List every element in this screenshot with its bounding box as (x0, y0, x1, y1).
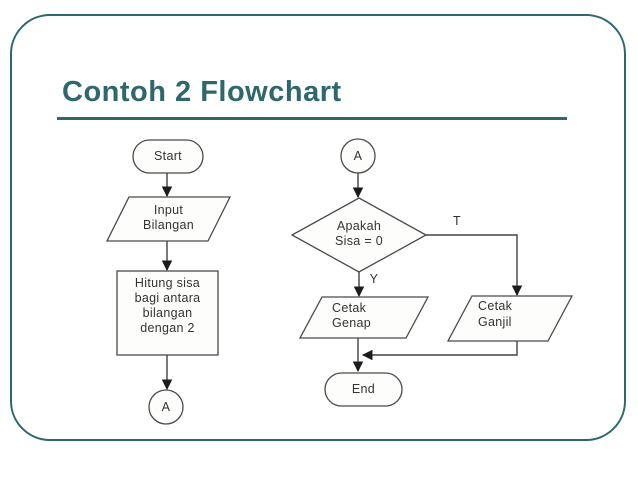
output-ganjil-line: Cetak (478, 299, 513, 313)
process-line: dengan 2 (140, 321, 195, 335)
decision-node (290, 197, 428, 273)
decision-label: Apakah Sisa = 0 (299, 219, 419, 248)
slide-frame (10, 14, 626, 441)
input-line: Input (153, 203, 184, 217)
input-node (105, 196, 232, 242)
output-ganjil-line: Ganjil (478, 314, 512, 329)
output-ganjil-label: Cetak Ganjil (478, 299, 512, 330)
process-line: Hitung sisa (134, 276, 201, 290)
output-genap-label: Cetak Genap (332, 301, 371, 331)
start-node (132, 139, 204, 174)
decision-line: Apakah (336, 219, 382, 233)
title-underline (57, 117, 567, 120)
end-label: End (351, 382, 376, 396)
input-line: Bilangan (142, 218, 195, 232)
page-title: Contoh 2 Flowchart (62, 76, 342, 108)
process-node (116, 270, 219, 356)
output-ganjil-node (446, 295, 574, 342)
connector-a-in-label: A (353, 148, 363, 163)
process-line: bagi antara (134, 291, 201, 305)
connector-a-in-node (340, 138, 376, 174)
end-node (324, 372, 403, 407)
process-line: bilangan (142, 306, 193, 320)
connector-a-out-label: A (161, 399, 171, 414)
decision-line: Sisa = 0 (335, 233, 383, 248)
input-label: Input Bilangan (107, 203, 230, 233)
output-genap-line: Genap (332, 316, 372, 330)
connector-a-out-node (148, 389, 184, 425)
output-genap-line: Cetak (332, 301, 367, 315)
start-label: Start (154, 149, 182, 163)
output-genap-node (298, 296, 430, 339)
arrow-decision-true-branch (426, 234, 523, 297)
branch-true-label: T (453, 214, 461, 228)
branch-yes-label: Y (369, 272, 379, 286)
arrow-ganjil-merge (361, 341, 518, 361)
process-label: Hitung sisa bagi antara bilangan dengan … (117, 276, 218, 336)
